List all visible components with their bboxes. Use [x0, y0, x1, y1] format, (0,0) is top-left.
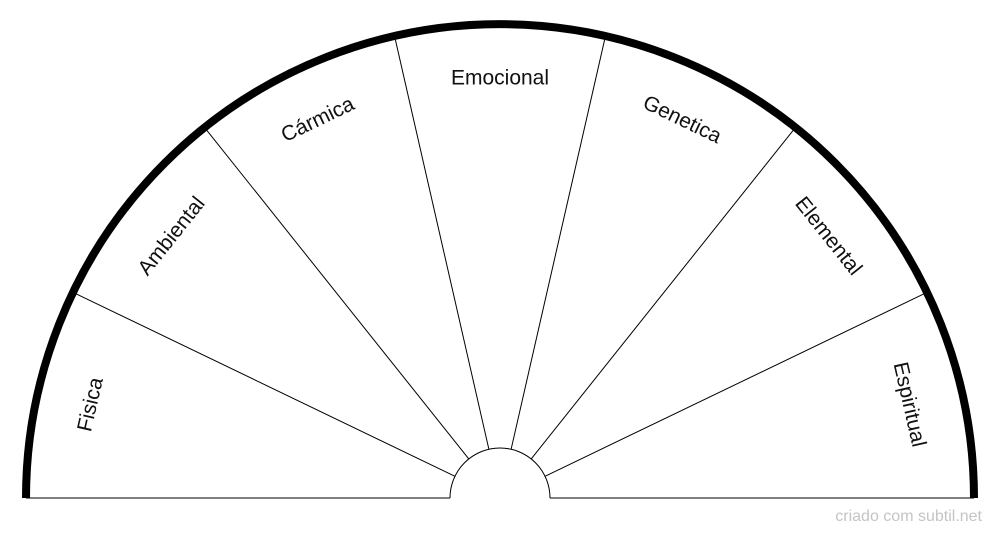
- sector-espiritual: [545, 292, 974, 498]
- sector-group: [26, 24, 974, 498]
- watermark: criado com subtil.net: [835, 508, 982, 525]
- segment-label-emocional: Emocional: [451, 67, 549, 90]
- sector-ambiental: [72, 127, 469, 477]
- sector-fisica: [26, 292, 455, 498]
- sector-carmica: [204, 35, 489, 459]
- divider-line: [544, 291, 928, 477]
- divider-line: [510, 35, 606, 450]
- divider-group: [26, 35, 974, 499]
- sector-emocional: [394, 24, 606, 450]
- divider-line: [394, 35, 490, 450]
- divider-line: [72, 291, 456, 477]
- divider-line: [204, 127, 470, 460]
- sector-elemental: [531, 127, 928, 477]
- divider-line: [530, 127, 796, 460]
- outer-arc: [22, 20, 978, 499]
- center-semicircle: [449, 447, 551, 499]
- sector-genetica: [511, 35, 796, 459]
